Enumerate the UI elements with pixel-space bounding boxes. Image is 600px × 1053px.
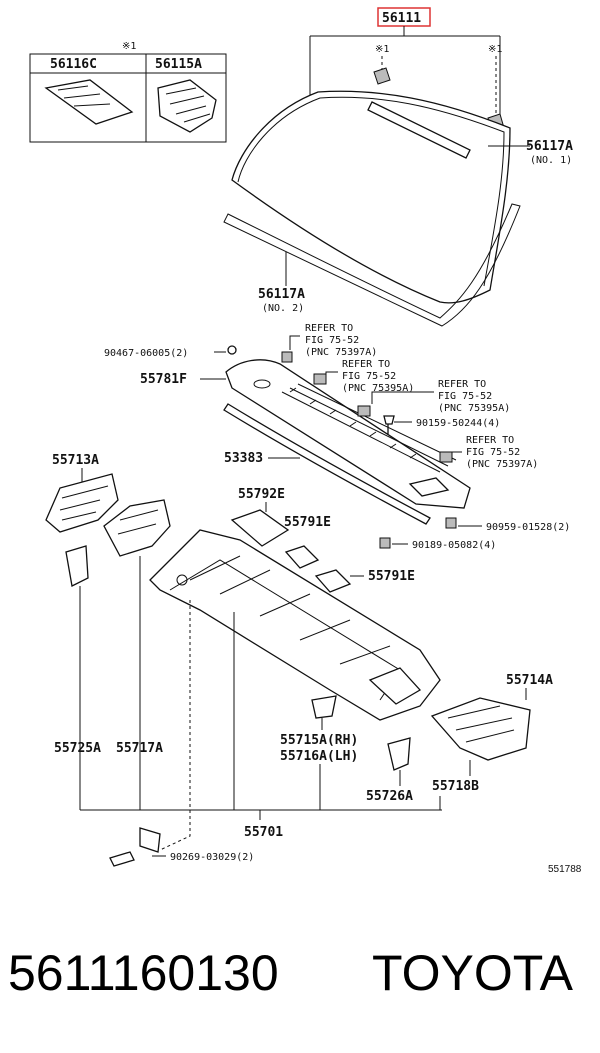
ref-callout-4: REFER TO FIG 75-52 (PNC 75397A) [439,435,538,470]
ref2-line2: FIG 75-52 [342,371,396,382]
label-55726A[interactable]: 55726A [366,789,413,804]
part-55792E [230,509,290,547]
cowl-seal-53383 [223,403,431,525]
ref-callout-2: REFER TO FIG 75-52 (PNC 75395A) [313,359,414,394]
figure-code: 551788 [548,864,582,875]
clip-90959 [445,517,457,529]
label-56117A-no2[interactable]: 56117A [258,287,305,302]
ref3-line1: REFER TO [438,379,486,390]
ref2-line3: (PNC 75395A) [342,383,414,394]
inset-left-part [44,79,134,125]
label-55792E[interactable]: 55792E [238,487,285,502]
ref4-line2: FIG 75-52 [466,447,520,458]
ref3-line2: FIG 75-52 [438,391,492,402]
label-55714A[interactable]: 55714A [506,673,553,688]
label-90189[interactable]: 90189-05082(4) [412,540,496,551]
ref-callout-1: REFER TO FIG 75-52 (PNC 75397A) [281,323,377,363]
inset-right-label[interactable]: 56115A [155,57,202,72]
label-55718B[interactable]: 55718B [432,779,479,794]
inset-left-label[interactable]: 56116C [50,57,97,72]
cowl-panel-55701 [149,529,441,721]
label-56117A-no1[interactable]: 56117A [526,139,573,154]
part-55791E-b [314,569,352,593]
inset-right-part [157,79,217,133]
label-55725A[interactable]: 55725A [54,741,101,756]
ref3-line3: (PNC 75395A) [438,403,510,414]
ref1-line1: REFER TO [305,323,353,334]
label-90467[interactable]: 90467-06005(2) [104,348,188,359]
note-1: ※1 [375,44,389,55]
cowl-top-panel [225,359,471,509]
ref4-line3: (PNC 75397A) [466,459,538,470]
label-90269[interactable]: 90269-03029(2) [170,852,254,863]
label-90159[interactable]: 90159-50244(4) [416,418,500,429]
screw-90159 [383,415,395,434]
ref1-line3: (PNC 75397A) [305,347,377,358]
bracket-55725A [65,545,89,587]
plate-90269 [139,827,161,853]
label-55781F[interactable]: 55781F [140,372,187,387]
label-56117A-no2-sub: (NO. 2) [262,303,304,314]
bracket-55714A [430,697,531,761]
clip-ref2 [313,373,327,385]
clip-ref4 [439,451,453,463]
molding-no2 [223,203,521,327]
bracket-55715A [311,695,337,719]
label-55716A[interactable]: 55716A(LH) [280,749,358,764]
label-90959[interactable]: 90959-01528(2) [486,522,570,533]
label-55791E-b[interactable]: 55791E [368,569,415,584]
clip-top-left [373,67,391,85]
clip-ref1 [281,351,293,363]
bolt-90269 [109,851,135,867]
bolt-90467 [227,345,237,355]
inset-note: ※1 [122,41,136,52]
label-55713A[interactable]: 55713A [52,453,99,468]
ref4-line1: REFER TO [466,435,514,446]
label-55791E-a[interactable]: 55791E [284,515,331,530]
part-55791E-a [284,545,320,569]
footer-part-number: 5611160130 [8,945,279,1001]
ref2-line1: REFER TO [342,359,390,370]
clip-90189 [379,537,391,549]
windshield-glass [231,90,511,304]
label-55715A[interactable]: 55715A(RH) [280,733,358,748]
label-56117A-no1-sub: (NO. 1) [530,155,572,166]
molding-no1 [367,101,471,159]
bracket-55726A [387,737,411,771]
clip-ref3 [357,405,371,417]
bracket-55717A [103,499,171,557]
inset-box: ※1 56116C 56115A [29,41,227,143]
label-55701[interactable]: 55701 [244,825,283,840]
footer-brand: TOYOTA [372,945,574,1001]
highlight-part-label[interactable]: 56111 [382,11,421,26]
note-2: ※1 [488,44,502,55]
label-53383[interactable]: 53383 [224,451,263,466]
ref-callout-3: REFER TO FIG 75-52 (PNC 75395A) [357,379,510,417]
ref1-line2: FIG 75-52 [305,335,359,346]
